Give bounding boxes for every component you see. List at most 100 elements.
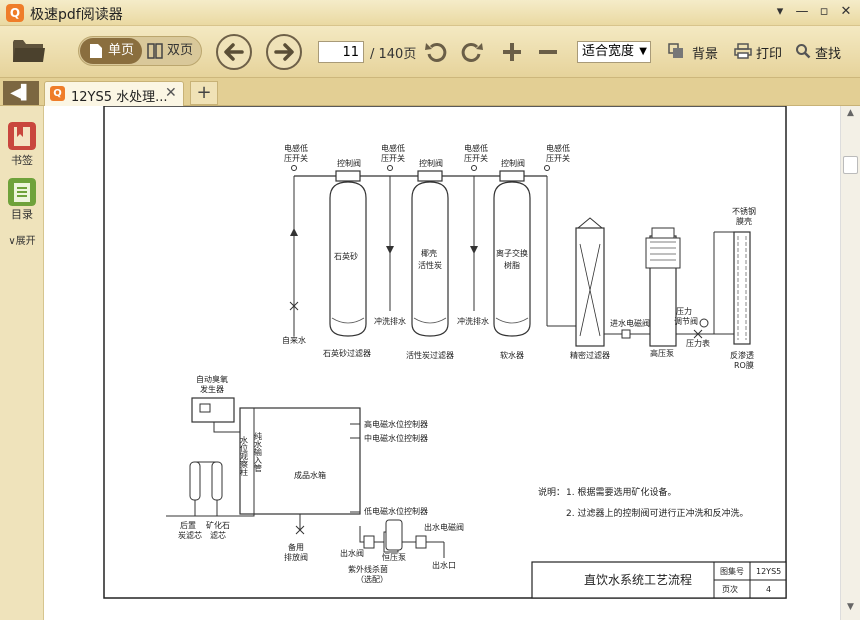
high-pressure-pump-label: 高压泵 — [650, 348, 674, 358]
double-page-button[interactable]: 双页 — [145, 38, 201, 64]
spare-drain-label-b: 排放阀 — [284, 552, 308, 562]
previous-page-button[interactable] — [216, 34, 252, 70]
tank-2-bottom-line — [413, 317, 447, 324]
outlet-valve-label: 出水阀 — [340, 548, 364, 558]
new-tab-button[interactable]: + — [190, 81, 218, 105]
water-level-column: 水位观察柱 — [240, 435, 249, 477]
zoom-in-icon[interactable] — [500, 40, 524, 64]
maximize-button[interactable]: ▫ — [819, 4, 829, 19]
zoom-mode-select[interactable]: 适合宽度 ▼ — [577, 41, 651, 63]
page-number-input[interactable] — [318, 41, 364, 63]
menu-dropdown-icon[interactable]: ▾ — [776, 4, 784, 19]
tab-document[interactable]: Q 12YS5 水处理... ✕ — [44, 81, 184, 106]
vertical-scrollbar[interactable]: ▲ ▼ — [840, 106, 860, 620]
pdf-file-icon: Q — [50, 86, 65, 101]
note-1: 1. 根据需要选用矿化设备。 — [566, 486, 676, 498]
app-title: 极速pdf阅读器 — [30, 7, 123, 23]
document-viewport[interactable]: 电感低 压开关 电感低 压开关 电感低 压开关 电感低 压开关 控制阀 控制阀 … — [44, 106, 840, 620]
close-button[interactable]: ✕ — [840, 4, 852, 19]
pure-water-inlet: 纯水输入管 — [254, 431, 263, 473]
next-page-button[interactable] — [266, 34, 302, 70]
pressure-gauge-label: 压力表 — [686, 338, 710, 348]
precision-filter-label: 精密过滤器 — [570, 350, 610, 360]
tank-3-bottom-line — [495, 317, 529, 324]
outlet-label: 出水口 — [432, 560, 456, 570]
inlet-solenoid-label: 进水电磁阀 — [610, 318, 650, 328]
pdf-page-drawing: 电感低 压开关 电感低 压开关 电感低 压开关 电感低 压开关 控制阀 控制阀 … — [103, 106, 787, 599]
page-total: / 140页 — [370, 47, 417, 62]
control-valve-3 — [499, 170, 525, 182]
atlas-no-label: 图集号 — [720, 566, 744, 576]
switch-1-label-b: 压开关 — [284, 153, 308, 163]
title-bar: Q 极速pdf阅读器 ▾ — ▫ ✕ — [0, 0, 860, 26]
bookmarks-tab[interactable]: 书签 — [11, 154, 33, 167]
page-no-label: 页次 — [722, 584, 738, 594]
mineral-filter-label-b: 滤芯 — [210, 530, 226, 540]
expand-button[interactable]: ∨展开 — [8, 236, 36, 247]
chevron-down-icon: ▼ — [639, 46, 647, 57]
outlet-valve — [363, 535, 375, 549]
zoom-out-icon[interactable] — [536, 40, 560, 64]
minimize-button[interactable]: — — [795, 4, 809, 19]
printer-icon[interactable] — [734, 43, 752, 59]
print-button[interactable]: 打印 — [756, 47, 783, 62]
high-level-controller: 高电磁水位控制器 — [364, 419, 428, 429]
switch-2-label-a: 电感低 — [381, 143, 405, 153]
ozone-label-a: 自动臭氧 — [196, 374, 228, 384]
collapse-panel-button[interactable]: ◀▌ — [3, 81, 39, 105]
uv-label-a: 紫外线杀菌 — [348, 564, 388, 574]
scroll-up-arrow-icon[interactable]: ▲ — [847, 108, 854, 118]
quartz-sand-tank — [329, 181, 367, 337]
title-block-title: 直饮水系统工艺流程 — [584, 572, 692, 587]
toc-tab[interactable]: 目录 — [11, 208, 33, 221]
rotate-left-icon[interactable] — [424, 40, 450, 64]
arrow-left-icon — [224, 43, 244, 61]
pressure-switch-3 — [471, 165, 477, 171]
close-tab-icon[interactable]: ✕ — [165, 85, 177, 101]
post-filter-label-a: 后置 — [180, 520, 196, 530]
outlet-solenoid — [415, 535, 427, 549]
drawing-frame — [103, 106, 787, 599]
note-2: 2. 过滤器上的控制阀可进行正冲洗和反冲洗。 — [566, 507, 748, 519]
notes-heading: 说明： — [538, 486, 565, 498]
open-folder-icon[interactable] — [12, 36, 46, 64]
carbon-tank — [411, 181, 449, 337]
tank-1-bottom-line — [331, 317, 365, 324]
constant-pressure-pump — [385, 519, 403, 551]
page-no: 4 — [766, 585, 771, 594]
tank-1-name: 石英砂过滤器 — [323, 348, 371, 358]
stainless-shell-a: 不锈钢 — [732, 206, 756, 216]
bookmark-icon[interactable] — [8, 122, 36, 150]
scroll-thumb[interactable] — [843, 156, 858, 174]
control-valve-1-label: 控制阀 — [337, 158, 361, 168]
mid-level-controller: 中电磁水位控制器 — [364, 433, 428, 443]
pressure-switch-2 — [387, 165, 393, 171]
product-tank-label: 成品水箱 — [294, 470, 326, 480]
tank-1-media: 石英砂 — [334, 251, 358, 261]
search-button[interactable]: 查找 — [815, 47, 842, 62]
control-valve-3-label: 控制阀 — [501, 158, 525, 168]
stainless-shell-b: 膜壳 — [736, 216, 752, 226]
single-page-button[interactable]: 单页 — [80, 38, 142, 64]
zoom-mode-value: 适合宽度 — [582, 44, 635, 59]
control-valve-2 — [417, 170, 443, 182]
double-page-icon — [147, 43, 163, 59]
tank-3-media-b: 树脂 — [504, 260, 520, 270]
flush-drain-2: 冲洗排水 — [457, 316, 489, 326]
post-filter-label-b: 炭滤芯 — [178, 530, 202, 540]
single-page-label: 单页 — [108, 43, 135, 58]
post-carbon-filter — [189, 461, 201, 501]
switch-2-label-b: 压开关 — [381, 153, 405, 163]
toolbar: 单页 双页 / 140页 适合宽度 ▼ — [0, 26, 860, 78]
control-valve-2-label: 控制阀 — [419, 158, 443, 168]
rotate-right-icon[interactable] — [458, 40, 484, 64]
mineral-filter-label-a: 矿化石 — [206, 520, 230, 530]
tank-2-media-b: 活性炭 — [418, 260, 442, 270]
background-icon[interactable] — [668, 43, 684, 59]
table-of-contents-icon[interactable] — [8, 178, 36, 206]
app-logo-icon: Q — [6, 4, 24, 22]
scroll-down-arrow-icon[interactable]: ▼ — [847, 602, 854, 612]
pressure-valve-label-b: 调节阀 — [674, 317, 698, 326]
background-button[interactable]: 背景 — [692, 47, 719, 62]
search-icon[interactable] — [795, 43, 811, 59]
